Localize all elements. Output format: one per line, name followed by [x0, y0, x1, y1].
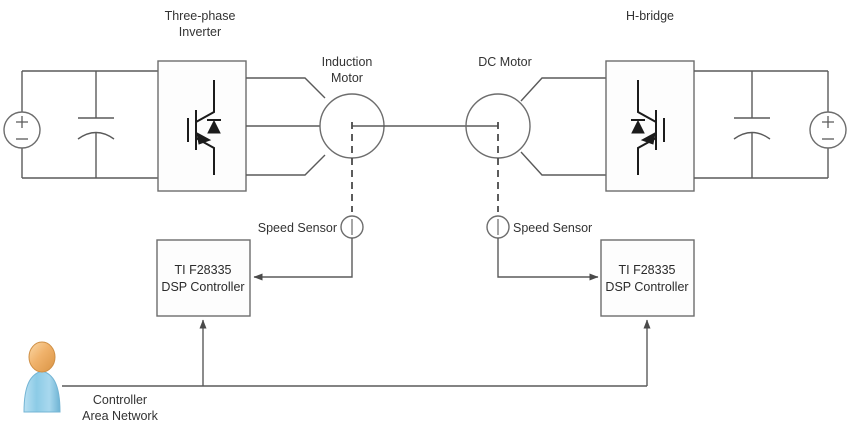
right-dc-link: [694, 70, 829, 179]
dsp-right-box: [600, 239, 695, 317]
operator-avatar: [23, 341, 61, 413]
label-dsp-right-line2: DSP Controller: [605, 280, 688, 294]
plus-sign-icon: [16, 116, 28, 128]
plus-sign-icon-right: [822, 116, 834, 128]
igbt-collector-lead: [195, 80, 215, 123]
label-speed-sensor-left: Speed Sensor: [258, 221, 337, 235]
phase-c-wire: [246, 154, 326, 176]
label-h-bridge: H-bridge: [626, 9, 674, 23]
dc-link-capacitor-right: [733, 117, 771, 140]
label-can-line2: Area Network: [82, 409, 158, 423]
label-speed-sensor-right: Speed Sensor: [513, 221, 592, 235]
right-sensor-to-dsp-wire: [497, 238, 599, 281]
dc-link-capacitor-left: [77, 117, 115, 140]
dc-source-right: [809, 111, 847, 149]
left-cap-plate-curved: [77, 131, 115, 140]
hbridge-igbt-collector-lead: [637, 80, 657, 123]
hbridge-igbt-emitter-arrow: [640, 132, 656, 145]
dc-source-left: [3, 111, 41, 149]
label-can-line1: Controller: [93, 393, 147, 407]
label-induction-motor-line2: Motor: [331, 71, 363, 85]
label-dc-motor: DC Motor: [478, 55, 531, 69]
three-phase-inverter[interactable]: [157, 60, 247, 192]
dc-motor-negative-wire: [520, 151, 606, 176]
speed-sensor-right[interactable]: [486, 215, 510, 239]
hbridge-diode-triangle-icon: [631, 119, 645, 134]
speed-sensor-left[interactable]: [340, 215, 364, 239]
hbridge-box: [605, 60, 695, 192]
igbt-emitter-arrow: [196, 132, 212, 145]
label-dsp-left-line2: DSP Controller: [161, 280, 244, 294]
phase-a-wire: [246, 77, 326, 99]
avatar-head-icon: [28, 341, 56, 373]
label-inverter-line1: Three-phase: [165, 9, 236, 23]
label-induction-motor-line1: Induction: [322, 55, 373, 69]
left-sensor-to-dsp-wire: [253, 238, 353, 281]
inverter-box: [157, 60, 247, 192]
left-dc-link: [21, 70, 158, 179]
avatar-body: [23, 370, 61, 413]
right-cap-plate-curved: [733, 131, 771, 140]
dsp-left-box: [156, 239, 251, 317]
dc-motor-to-hbridge-wires: [520, 77, 606, 176]
label-dsp-right-line1: TI F28335: [619, 263, 676, 277]
diode-triangle-icon: [207, 119, 221, 134]
h-bridge[interactable]: [605, 60, 695, 192]
label-dsp-left-line1: TI F28335: [175, 263, 232, 277]
dsp-controller-left[interactable]: [156, 239, 251, 317]
label-inverter-line2: Inverter: [179, 25, 221, 39]
dc-motor-positive-wire: [520, 77, 606, 102]
dsp-controller-right[interactable]: [600, 239, 695, 317]
inverter-to-induction-motor-wires: [246, 77, 326, 176]
